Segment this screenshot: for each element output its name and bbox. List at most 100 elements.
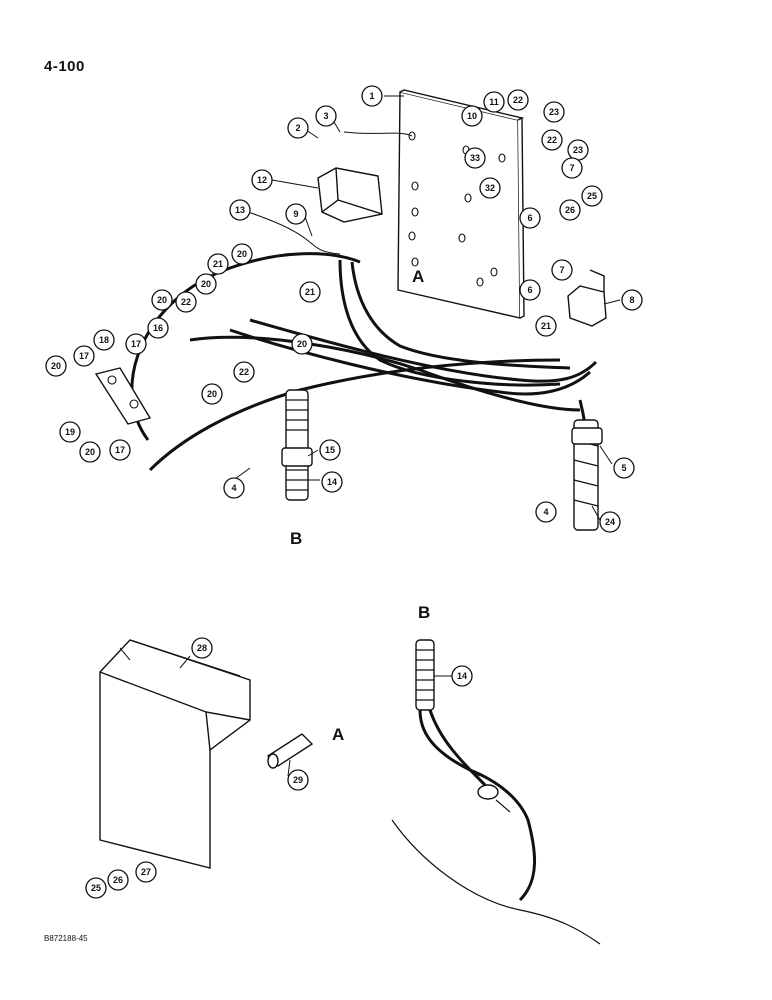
callout-33: 33 [464,147,486,169]
svg-text:4: 4 [543,507,548,517]
callout-10: 10 [461,105,483,127]
svg-text:14: 14 [327,477,337,487]
svg-text:1: 1 [369,91,374,101]
callout-6: 6 [519,207,541,229]
callout-11: 11 [483,91,505,113]
page-number: 4-100 [44,58,85,75]
svg-text:20: 20 [297,339,307,349]
callout-29: 29 [287,769,309,791]
svg-text:20: 20 [201,279,211,289]
svg-text:22: 22 [239,367,249,377]
callout-12: 12 [251,169,273,191]
svg-text:17: 17 [115,445,125,455]
callout-25: 25 [581,185,603,207]
sleeve-14 [281,389,313,501]
svg-text:15: 15 [325,445,335,455]
svg-text:27: 27 [141,867,151,877]
detail-b-view [391,639,601,945]
callout-26: 26 [107,869,129,891]
callout-22: 22 [541,129,563,151]
callout-20: 20 [151,289,173,311]
svg-text:4: 4 [231,483,236,493]
relay-8 [567,269,607,327]
svg-text:22: 22 [547,135,557,145]
callout-17: 17 [109,439,131,461]
relay-12 [317,167,383,223]
callout-14: 14 [451,665,473,687]
callout-4: 4 [535,501,557,523]
svg-text:7: 7 [569,163,574,173]
section-marker-a-lower: A [332,725,344,744]
callout-19: 19 [59,421,81,443]
svg-text:10: 10 [467,111,477,121]
callout-14: 14 [321,471,343,493]
svg-text:21: 21 [305,287,315,297]
svg-text:20: 20 [157,295,167,305]
section-marker-b-upper: B [290,529,302,548]
svg-text:17: 17 [79,351,89,361]
callout-21: 21 [299,281,321,303]
svg-text:25: 25 [91,883,101,893]
svg-text:12: 12 [257,175,267,185]
svg-text:11: 11 [489,97,499,107]
callout-28: 28 [191,637,213,659]
callout-9: 9 [285,203,307,225]
svg-text:8: 8 [629,295,634,305]
svg-text:33: 33 [470,153,480,163]
callout-8: 8 [621,289,643,311]
svg-text:19: 19 [65,427,75,437]
section-marker-b-detail: B [418,603,430,622]
bracket-18 [94,367,152,425]
svg-text:20: 20 [237,249,247,259]
callout-7: 7 [551,259,573,281]
callout-23: 23 [567,139,589,161]
callout-20: 20 [79,441,101,463]
svg-text:26: 26 [565,205,575,215]
figure-id: B872188-45 [44,934,88,943]
svg-text:23: 23 [573,145,583,155]
svg-text:21: 21 [213,259,223,269]
svg-text:2: 2 [295,123,300,133]
svg-text:20: 20 [51,361,61,371]
callout-22: 22 [507,89,529,111]
callout-26: 26 [559,199,581,221]
callout-32: 32 [479,177,501,199]
svg-text:16: 16 [153,323,163,333]
svg-text:28: 28 [197,643,207,653]
callout-16: 16 [147,317,169,339]
svg-text:6: 6 [527,285,532,295]
svg-text:24: 24 [605,517,615,527]
callout-13: 13 [229,199,251,221]
callout-2: 2 [287,117,309,139]
svg-text:32: 32 [485,183,495,193]
callout-24: 24 [599,511,621,533]
sleeve-24 [571,419,603,531]
callout-20: 20 [195,273,217,295]
svg-text:26: 26 [113,875,123,885]
callout-5: 5 [613,457,635,479]
svg-text:23: 23 [549,107,559,117]
svg-text:25: 25 [587,191,597,201]
svg-text:22: 22 [513,95,523,105]
svg-text:9: 9 [293,209,298,219]
svg-text:5: 5 [621,463,626,473]
callout-21: 21 [535,315,557,337]
svg-text:29: 29 [293,775,303,785]
section-marker-a-upper: A [412,267,424,286]
svg-text:18: 18 [99,335,109,345]
callout-6: 6 [519,279,541,301]
svg-text:7: 7 [559,265,564,275]
callout-20: 20 [201,383,223,405]
callout-7: 7 [561,157,583,179]
mounting-plate [397,89,525,319]
svg-text:14: 14 [457,671,467,681]
callout-15: 15 [319,439,341,461]
callout-20: 20 [291,333,313,355]
svg-text:20: 20 [85,447,95,457]
callout-27: 27 [135,861,157,883]
callout-20: 20 [45,355,67,377]
callout-23: 23 [543,101,565,123]
callout-22: 22 [233,361,255,383]
cover-28 [99,639,251,869]
